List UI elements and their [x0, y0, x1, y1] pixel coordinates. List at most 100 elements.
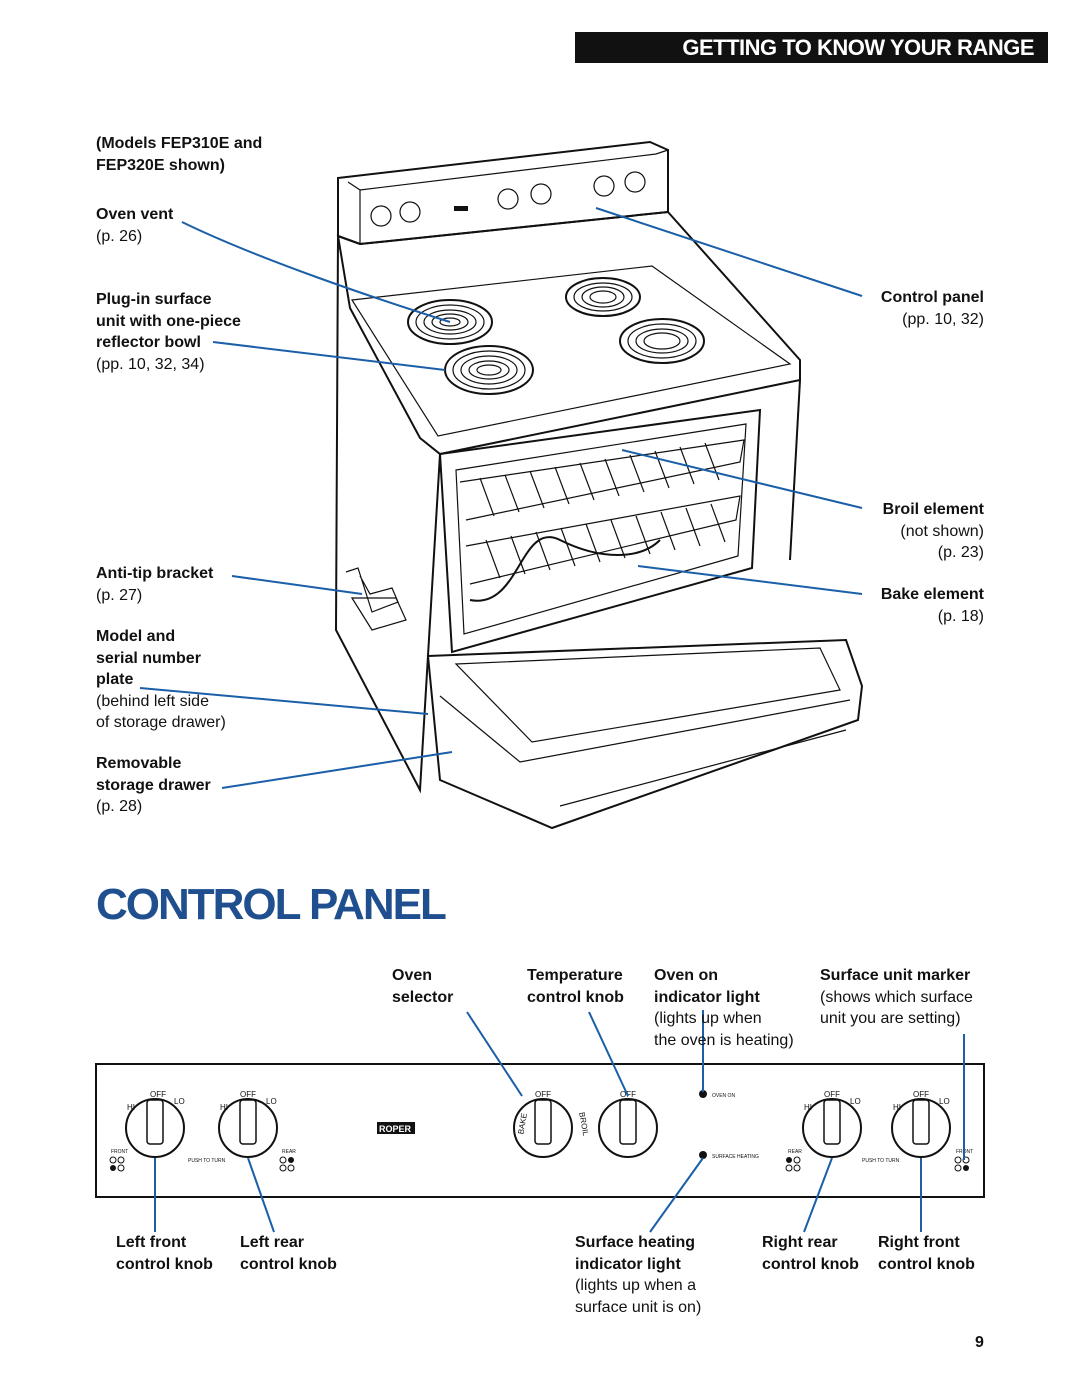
models-caption: (Models FEP310E and FEP320E shown) [96, 133, 262, 176]
plug-in-ref: (pp. 10, 32, 34) [96, 355, 205, 373]
temperature-line-1: Temperature [527, 967, 623, 984]
temperature-knob: OFF [598, 1090, 658, 1158]
svg-text:BAKE: BAKE [516, 1112, 529, 1135]
anti-tip-title: Anti-tip bracket [96, 565, 214, 582]
anti-tip-ref: (p. 27) [96, 586, 143, 604]
oven-selector-line-1: Oven [392, 967, 433, 984]
left-rear-knob: OFF HI LO [218, 1090, 278, 1158]
oven-vent-title: Oven vent [96, 206, 174, 223]
brand-badge-text: ROPER [379, 1124, 412, 1134]
oven-on-line-1: Oven on [654, 967, 719, 984]
oven-racks [459, 439, 745, 602]
rear-marker-text-right: REAR [788, 1149, 802, 1155]
models-line-2: FEP320E shown) [96, 156, 225, 174]
right-front-label: Right front control knob [878, 1232, 975, 1275]
svg-text:OFF: OFF [535, 1090, 551, 1099]
plug-in-line-1: Plug-in surface [96, 291, 212, 308]
left-rear-line-2: control knob [240, 1255, 337, 1273]
model-serial-line-1: Model and [96, 628, 176, 645]
svg-text:LO: LO [174, 1097, 185, 1106]
oven-on-note-1: (lights up when [654, 1010, 762, 1027]
push-to-turn-right: PUSH TO TURN [862, 1158, 900, 1164]
left-rear-label: Left rear control knob [240, 1232, 337, 1275]
model-serial-line-2: serial number [96, 649, 201, 667]
model-serial-line-3: plate [96, 671, 134, 688]
surface-marker-title: Surface unit marker [820, 967, 971, 984]
svg-text:LO: LO [850, 1097, 861, 1106]
rear-marker-text-left: REAR [282, 1149, 296, 1155]
surface-marker-label: Surface unit marker (shows which surface… [820, 965, 973, 1030]
svg-text:OFF: OFF [240, 1090, 256, 1099]
oven-selector-label: Oven selector [392, 965, 453, 1008]
left-front-label: Left front control knob [116, 1232, 213, 1275]
surface-heating-light [699, 1151, 707, 1159]
surface-heating-note-1: (lights up when a [575, 1277, 696, 1294]
broil-title: Broil element [882, 501, 984, 518]
storage-drawer-line-2: storage drawer [96, 776, 211, 794]
storage-drawer-label: Removable storage drawer (p. 28) [96, 753, 211, 818]
front-marker-text-left: FRONT [111, 1149, 128, 1155]
broil-element-label: Broil element (not shown) (p. 23) [820, 499, 984, 564]
left-rear-line-1: Left rear [240, 1234, 305, 1251]
model-serial-label: Model and serial number plate (behind le… [96, 626, 226, 734]
model-serial-note-1: (behind left side [96, 692, 209, 710]
temperature-line-2: control knob [527, 988, 624, 1006]
backguard-knobs [370, 171, 646, 227]
section-title: Control Panel [96, 880, 447, 929]
bake-element-label: Bake element (p. 18) [820, 584, 984, 627]
surface-heating-line-1: Surface heating [575, 1234, 696, 1251]
svg-text:OFF: OFF [913, 1090, 929, 1099]
svg-text:OFF: OFF [824, 1090, 840, 1099]
section-banner: Getting to Know Your Range [575, 32, 1048, 63]
right-front-line-2: control knob [878, 1255, 975, 1273]
plug-in-line-3: reflector bowl [96, 334, 201, 351]
right-rear-line-2: control knob [762, 1255, 859, 1273]
temperature-label: Temperature control knob [527, 965, 624, 1008]
oven-on-light-text: OVEN ON [712, 1093, 735, 1099]
anti-tip-label: Anti-tip bracket (p. 27) [96, 563, 213, 606]
left-front-line-2: control knob [116, 1255, 213, 1273]
knob-off-text: OFF [150, 1090, 166, 1099]
plug-in-line-2: unit with one-piece [96, 312, 241, 330]
svg-text:HI: HI [893, 1103, 901, 1112]
push-to-turn-left: PUSH TO TURN [188, 1158, 226, 1164]
oven-selector-knob: OFF BAKE BROIL [513, 1090, 590, 1158]
control-panel-illustration: OFF HI LO OFF HI LO ROPER OFF BAKE BROIL O… [95, 1063, 985, 1198]
control-panel-label: Control panel (pp. 10, 32) [820, 287, 984, 330]
surface-heating-line-2: indicator light [575, 1255, 681, 1273]
oven-on-label: Oven on indicator light (lights up when … [654, 965, 794, 1051]
surface-heating-label: Surface heating indicator light (lights … [575, 1232, 701, 1318]
svg-text:BROIL: BROIL [577, 1111, 590, 1137]
range-illustration [334, 140, 864, 830]
storage-drawer-ref: (p. 28) [96, 798, 143, 815]
plug-in-surface-label: Plug-in surface unit with one-piece refl… [96, 289, 241, 375]
surface-units [407, 277, 705, 395]
svg-text:HI: HI [220, 1103, 228, 1112]
surface-heating-note-2: surface unit is on) [575, 1298, 702, 1316]
leader-lines [139, 207, 965, 1233]
oven-on-note-2: the oven is heating) [654, 1031, 794, 1049]
model-serial-note-2: of storage drawer) [96, 714, 226, 731]
page-number: 9 [975, 1334, 984, 1351]
oven-vent-ref: (p. 26) [96, 227, 143, 245]
oven-on-line-2: indicator light [654, 988, 760, 1006]
surface-heating-light-text: SURFACE HEATING [712, 1154, 759, 1160]
right-rear-line-1: Right rear [762, 1234, 838, 1251]
surface-marker-note-2: unit you are setting) [820, 1010, 961, 1027]
bake-ref: (p. 18) [937, 607, 984, 625]
right-rear-knob: OFF HI LO [802, 1090, 862, 1158]
control-panel-ref: (pp. 10, 32) [902, 310, 984, 328]
right-front-line-1: Right front [878, 1234, 960, 1251]
right-rear-label: Right rear control knob [762, 1232, 859, 1275]
models-line-1: (Models FEP310E and [96, 135, 263, 152]
control-panel-title: Control panel [880, 289, 984, 306]
oven-selector-line-2: selector [392, 988, 454, 1006]
svg-text:LO: LO [266, 1097, 277, 1106]
bake-title: Bake element [880, 586, 984, 603]
storage-drawer-line-1: Removable [96, 755, 182, 772]
svg-text:HI: HI [804, 1103, 812, 1112]
broil-note-1: (not shown) [900, 522, 984, 540]
